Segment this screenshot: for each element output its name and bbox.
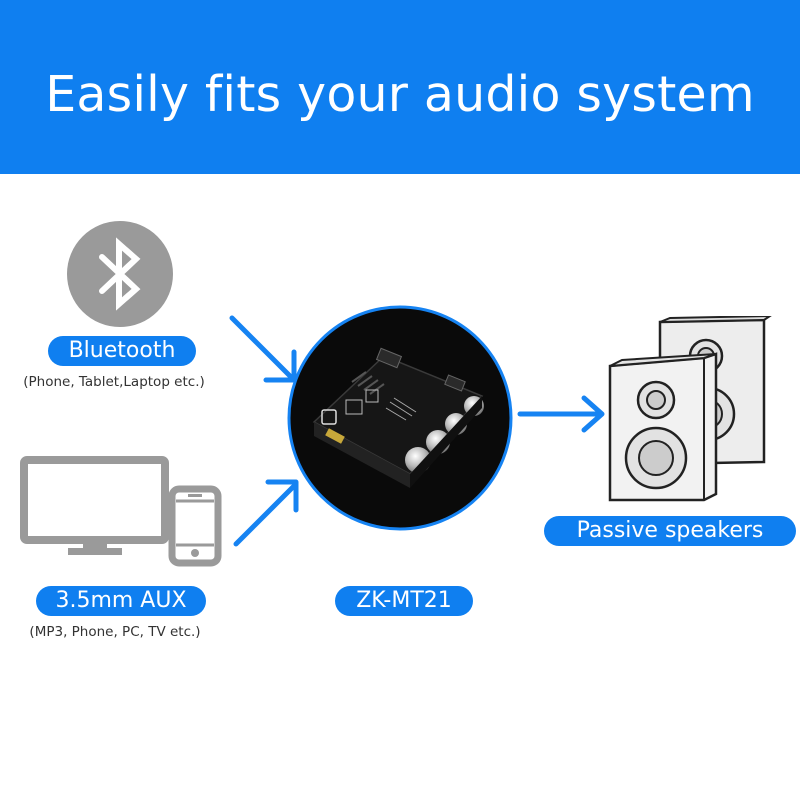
speakers-icon xyxy=(604,316,774,506)
aux-label: 3.5mm AUX xyxy=(36,586,206,616)
arrow-icon xyxy=(226,312,302,388)
output-label: Passive speakers xyxy=(544,516,796,546)
monitor-icon xyxy=(20,456,170,558)
page-title: Easily fits your audio system xyxy=(45,66,755,123)
bluetooth-label: Bluetooth xyxy=(48,336,196,366)
bluetooth-icon xyxy=(66,220,174,328)
bluetooth-caption: (Phone, Tablet,Laptop etc.) xyxy=(23,374,205,390)
aux-caption: (MP3, Phone, PC, TV etc.) xyxy=(29,624,201,640)
phone-icon xyxy=(168,485,222,567)
header-banner: Easily fits your audio system xyxy=(0,0,800,174)
amplifier-board-image xyxy=(286,304,514,532)
arrow-icon xyxy=(516,392,608,436)
board-label: ZK-MT21 xyxy=(335,586,473,616)
arrow-icon xyxy=(228,474,304,550)
